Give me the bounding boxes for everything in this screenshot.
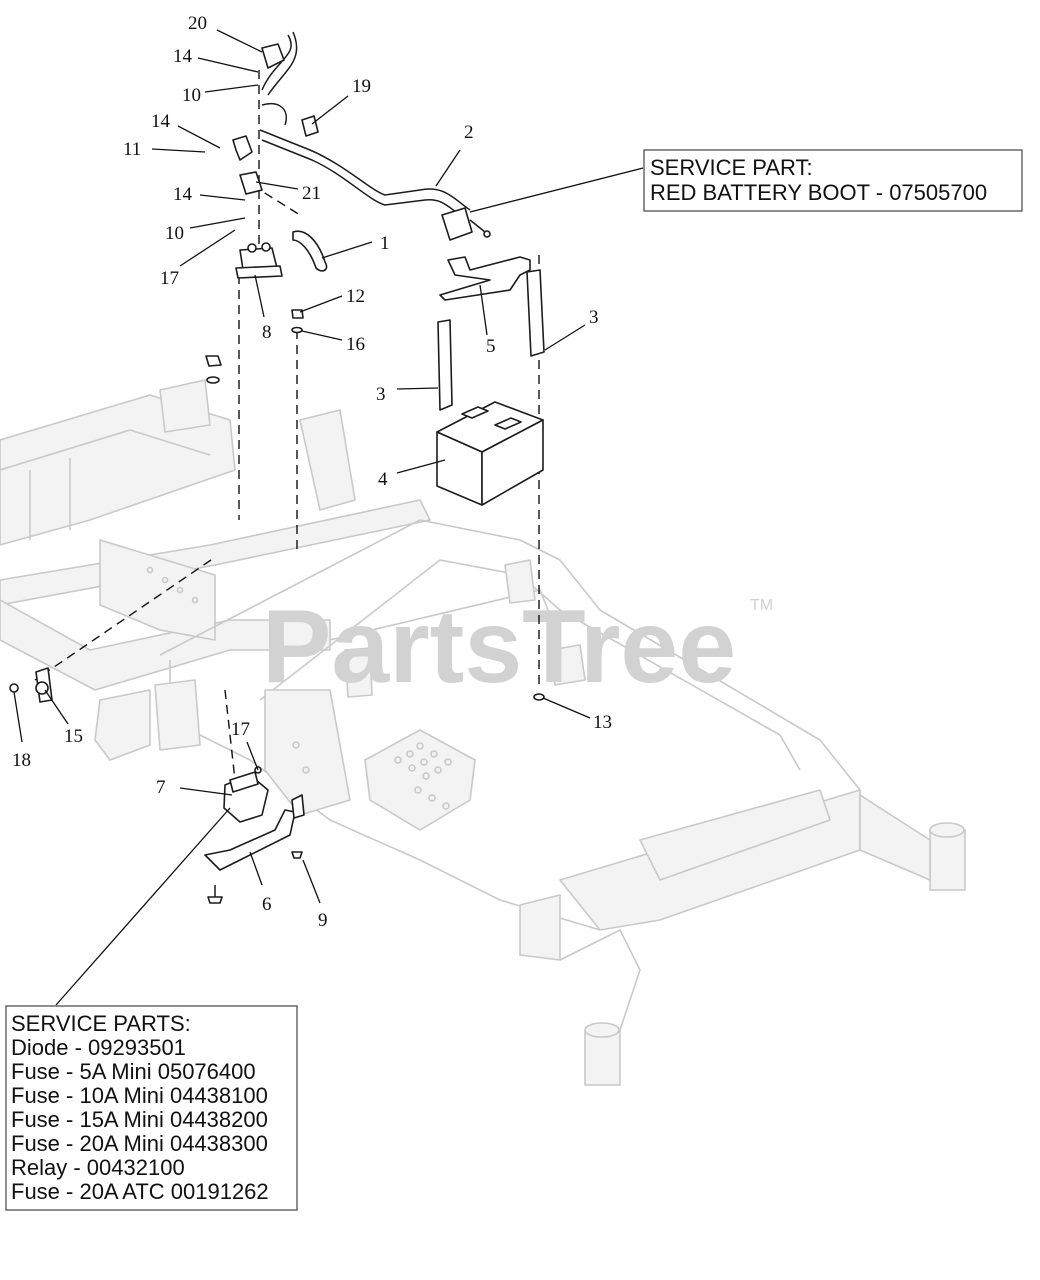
service-parts-heading: SERVICE PARTS:: [11, 1011, 191, 1036]
service-parts-item: Fuse - 20A ATC 00191262: [11, 1179, 269, 1204]
service-part-heading: SERVICE PART:: [650, 155, 813, 180]
boot-21: [239, 171, 263, 195]
service-parts-item: Fuse - 5A Mini 05076400: [11, 1059, 256, 1084]
service-parts-item: Diode - 09293501: [11, 1035, 186, 1060]
callout-7: 7: [156, 777, 166, 798]
callout-21: 21: [302, 183, 321, 204]
service-parts-item: Fuse - 20A Mini 04438300: [11, 1131, 268, 1156]
cable-1: [292, 230, 328, 272]
battery-boot: [441, 207, 491, 241]
service-parts-item: Fuse - 15A Mini 04438200: [11, 1107, 268, 1132]
callout-13: 13: [593, 712, 612, 733]
callout-3: 3: [376, 384, 386, 405]
screws: [207, 851, 303, 904]
strap-3-right: [526, 269, 545, 357]
harness-wire-2: [259, 31, 471, 219]
callout-2: 2: [464, 122, 474, 143]
callout-5: 5: [486, 336, 496, 357]
service-part-box: SERVICE PART: RED BATTERY BOOT - 0750570…: [643, 149, 1023, 212]
washer-13: [533, 693, 545, 701]
watermark: PartsTree TM: [262, 589, 773, 705]
solenoid-8: [235, 242, 283, 279]
callout-18: 18: [12, 750, 31, 771]
mower-frame: [0, 379, 966, 1086]
service-parts-item: Relay - 00432100: [11, 1155, 185, 1180]
callout-20: 20: [188, 13, 207, 34]
service-parts-item: Fuse - 10A Mini 04438100: [11, 1083, 268, 1108]
callout-11: 11: [123, 139, 141, 160]
callout-10: 10: [165, 223, 184, 244]
callout-17: 17: [160, 268, 179, 289]
callout-1: 1: [380, 233, 390, 254]
callout-10: 10: [182, 85, 201, 106]
washer-12-16: [291, 309, 304, 334]
boot-20: [261, 43, 285, 69]
service-parts-box: SERVICE PARTS: Diode - 09293501 Fuse - 5…: [5, 1005, 298, 1211]
leader-lines: [13, 29, 644, 1006]
callout-15: 15: [64, 726, 83, 747]
callout-17: 17: [231, 719, 250, 740]
service-part-line: RED BATTERY BOOT - 07505700: [650, 180, 987, 205]
nut-washer: [205, 355, 222, 384]
callout-12: 12: [346, 286, 365, 307]
battery-4: [436, 401, 544, 506]
callout-3: 3: [589, 307, 599, 328]
callout-8: 8: [262, 322, 272, 343]
callout-4: 4: [378, 469, 388, 490]
strap-3-left: [437, 319, 453, 411]
callout-19: 19: [352, 76, 371, 97]
callout-6: 6: [262, 894, 272, 915]
bracket-6: [204, 794, 305, 871]
callout-14: 14: [173, 46, 193, 67]
callout-16: 16: [346, 334, 365, 355]
watermark-tm: TM: [750, 597, 773, 614]
bracket-5: [439, 256, 531, 301]
callout-labels: 20 14 10 19 14 2 11 14 21 10 1 17 12 8 1…: [12, 13, 612, 931]
callout-14: 14: [173, 184, 193, 205]
callout-14: 14: [151, 111, 171, 132]
clip-19: [301, 115, 319, 137]
watermark-text: PartsTree: [262, 589, 736, 705]
fuse-block-7: [223, 766, 269, 823]
elbow-boot: [232, 135, 253, 161]
callout-9: 9: [318, 910, 328, 931]
hardware-15-18: [9, 667, 53, 703]
